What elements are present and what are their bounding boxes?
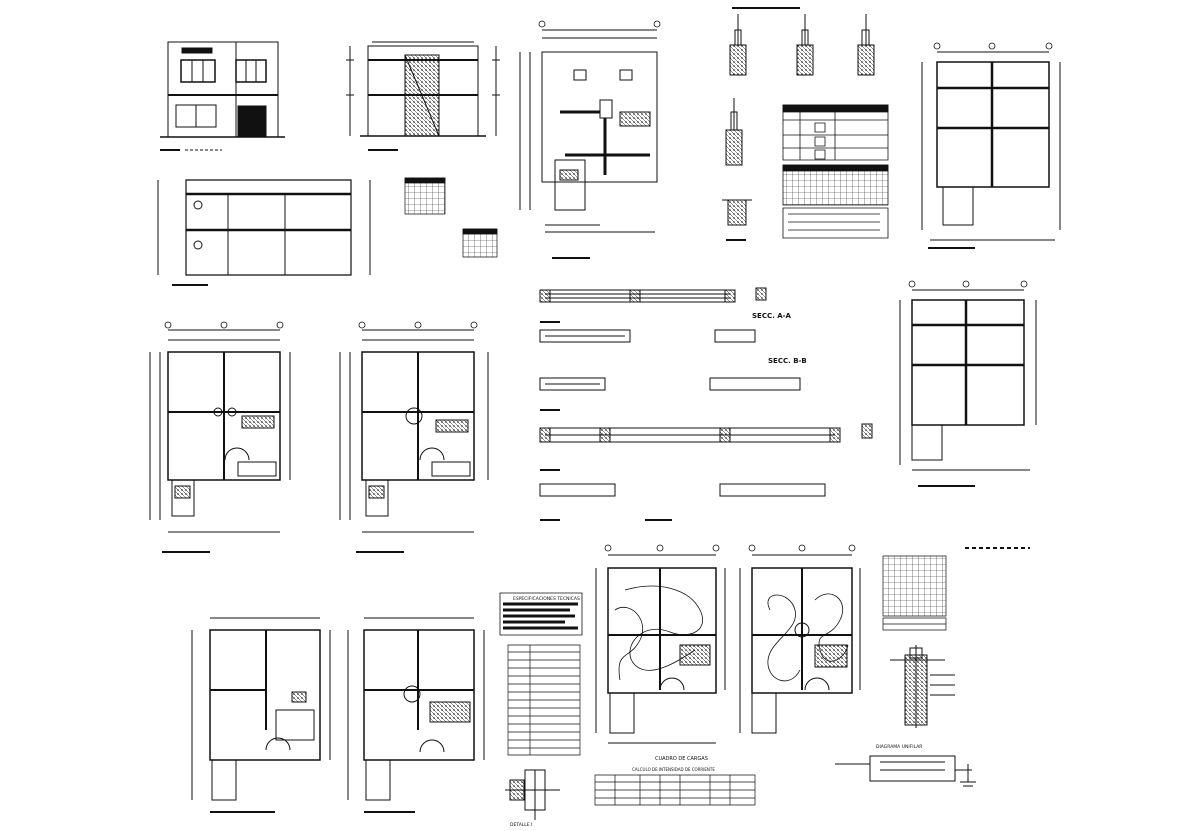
- section-aa-label: SECC. A-A: [752, 312, 792, 320]
- loads-table: [595, 775, 755, 805]
- unifilar-title: DIAGRAMA UNIFILAR: [876, 744, 922, 750]
- technical-specifications-block: [500, 593, 582, 635]
- section-bb-label: SECC. B-B: [768, 357, 807, 365]
- detail-i-title: DETALLE I: [510, 822, 532, 828]
- electrical-symbols-table: [883, 548, 1030, 630]
- slab-plan-upper: [922, 52, 1060, 248]
- beam-sections: [540, 288, 872, 520]
- specs-title: ESPECIFICACIONES TECNICAS: [513, 596, 580, 602]
- architectural-plan-second: [348, 618, 484, 812]
- foundation-plan: [520, 30, 657, 258]
- column-schedule-table: [783, 105, 888, 238]
- section-elevation: [346, 42, 500, 150]
- floor-plan-second-level: [340, 330, 488, 552]
- electrical-plan-second: [740, 555, 860, 733]
- floor-plan-first-level: [150, 330, 290, 552]
- small-legend-tables: [405, 178, 497, 257]
- loads-table-title: CUADRO DE CARGAS: [655, 756, 708, 762]
- electrical-plan-first: [596, 555, 725, 743]
- detail-i-drawing: [505, 770, 560, 820]
- single-line-diagram: [835, 756, 976, 786]
- front-elevation: [160, 42, 285, 150]
- electrical-legend-table: [508, 645, 580, 755]
- architectural-plan-first: [192, 618, 330, 812]
- grounding-well-detail: [890, 645, 955, 728]
- current-calc-title: CALCULO DE INTENSIDAD DE CORRIENTE: [632, 767, 715, 772]
- slab-plan-lower: [900, 290, 1036, 486]
- grid-axis-markers: [165, 21, 1052, 551]
- footing-details: [722, 8, 874, 240]
- beam-elevation: [158, 180, 370, 285]
